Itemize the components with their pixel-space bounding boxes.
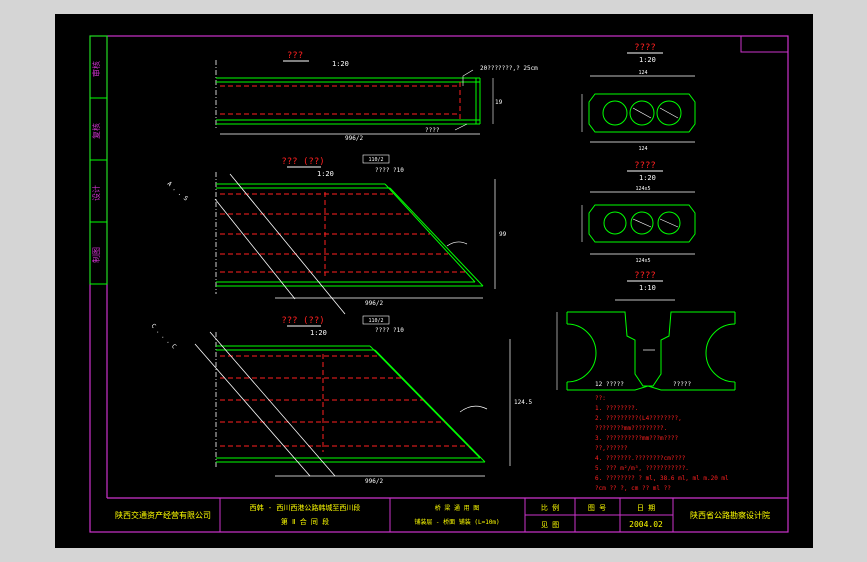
side-labels [89, 35, 108, 285]
bottom-view-note-top: ???? ?10 [375, 327, 404, 334]
top-view-dim-bottom: 996/2 [345, 135, 363, 142]
middle-view-note-top: ???? ?10 [375, 167, 404, 174]
title-institute: 陕西省公路勘察设计院 [690, 510, 770, 520]
note-line-1: 1. ????????. [595, 405, 638, 412]
section-3: ???? 1:10 12 ????? ????? [556, 271, 736, 391]
bottom-view-title: ??? (??) [281, 316, 324, 326]
note-line-8: 6. ???????? ? ml, 38.6 ml, ml m.20 ml [595, 475, 729, 482]
middle-view-dim-bottom: 996/2 [365, 300, 383, 307]
bottom-view-dim-right: 124.5 [514, 399, 532, 406]
top-view-mark: 19 [495, 99, 503, 106]
bottom-view: ??? (??) 1:20 110/2 ???? ?10 C . . . C [150, 315, 532, 485]
note-line-7: 5. ??? m²/m³, ???????????. [595, 465, 689, 472]
top-view: ??? 1:20 996/2 20???????,? 25cm ???? 19 [215, 51, 538, 142]
middle-view-cap: 110/2 [368, 157, 383, 163]
note-line-3: ????????mm?????????. [595, 425, 667, 432]
section-3-title: ???? [634, 271, 656, 281]
top-view-note-right: 20???????,? 25cm [480, 65, 538, 72]
top-view-scale: 1:20 [332, 60, 349, 68]
title-cell-number: 图 号 [588, 504, 606, 512]
section-2-scale: 1:20 [639, 174, 656, 182]
side-label-2: 复核 [91, 123, 101, 139]
title-company: 陕西交通资产经营有限公司 [115, 510, 211, 520]
title-date: 2004.02 [629, 520, 663, 529]
section-1-dim-top: 124 [638, 70, 647, 76]
cad-drawing: 审核 复核 设计 制图 ??? 1:20 996/2 20???????,? 2… [89, 35, 789, 533]
section-1-title: ???? [634, 43, 656, 53]
side-label-3: 设计 [91, 185, 101, 201]
title-block [219, 498, 674, 532]
notes-heading: ??: [595, 395, 606, 402]
top-view-note-bottom: ???? [425, 127, 440, 134]
title-cell-see: 见 图 [541, 521, 559, 529]
note-line-4: 3. ??????????mm???m???? [595, 435, 678, 442]
section-1: ???? 1:20 124 124 [581, 43, 696, 152]
middle-view-scale: 1:20 [317, 170, 334, 178]
section-2: ???? 1:20 124x5 124x5 [581, 161, 696, 264]
bottom-view-scale: 1:20 [310, 329, 327, 337]
section-3-note-left: 12 ????? [595, 381, 624, 388]
middle-view-dim-right: 99 [499, 231, 507, 238]
side-label-1: 审核 [91, 61, 101, 77]
drawing-canvas: 审核 复核 设计 制图 ??? 1:20 996/2 20???????,? 2… [55, 14, 813, 548]
bottom-view-cap: 110/2 [368, 318, 383, 324]
section-3-note-right: ????? [673, 381, 691, 388]
middle-view-skew-label: A . . S [166, 180, 190, 202]
note-line-5: ??,?????? [595, 445, 628, 452]
note-line-9: ?cm ?? ?, cm ?? ml ?? [595, 485, 671, 492]
section-2-dim-bottom: 124x5 [635, 258, 650, 264]
note-line-2: 2. ?????????(L4????????, [595, 415, 682, 422]
title-drawing-1: 桥 梁 通 用 图 [435, 504, 479, 512]
top-view-title: ??? [287, 51, 303, 61]
title-cell-date: 日 期 [637, 504, 655, 512]
title-cell-scale: 比 例 [541, 503, 559, 512]
middle-view: ??? (??) 1:20 110/2 ???? ?10 A . . S [166, 154, 507, 315]
section-3-scale: 1:10 [639, 284, 656, 292]
section-2-dim-top: 124x5 [635, 186, 650, 192]
title-drawing-2: 铺装层 - 桥面 铺装 (L=10m) [414, 518, 499, 526]
section-1-dim-bottom: 124 [638, 146, 647, 152]
section-2-title: ???? [634, 161, 656, 171]
middle-view-title: ??? (??) [281, 157, 324, 167]
title-project-2: 第 Ⅱ 合 同 段 [281, 517, 329, 526]
side-label-4: 制图 [91, 247, 101, 263]
note-line-6: 4. ???????.????????cm???? [595, 455, 686, 462]
bottom-view-dim-bottom: 996/2 [365, 478, 383, 485]
corner-box [740, 35, 789, 53]
section-1-scale: 1:20 [639, 56, 656, 64]
bottom-view-skew-label: C . . . C [150, 322, 178, 350]
notes: ??: 1. ????????. 2. ?????????(L4????????… [595, 395, 729, 492]
title-project-1: 西韩 - 西川西港公路韩城至西川段 [250, 503, 361, 512]
